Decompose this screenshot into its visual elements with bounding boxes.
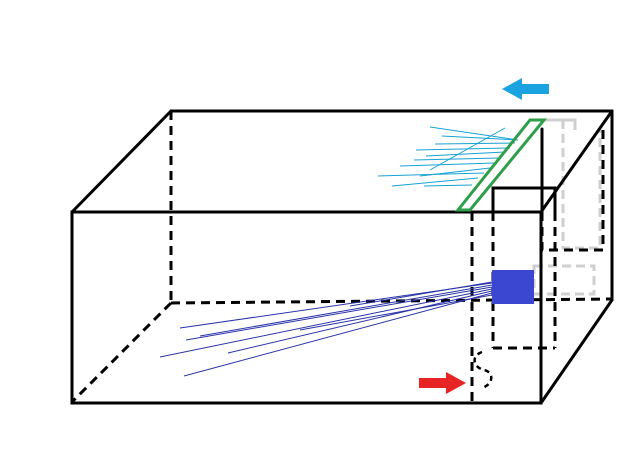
aux-chamber-back xyxy=(561,120,602,250)
top-right-edge xyxy=(539,109,614,214)
aux-chamber-duct xyxy=(532,264,596,296)
inner-hidden-back xyxy=(540,130,605,252)
cyan-ray xyxy=(425,151,506,157)
navy-ray xyxy=(299,294,493,331)
navy-ray xyxy=(349,281,493,307)
cyan-ray xyxy=(434,142,516,145)
navy-ray xyxy=(185,286,493,341)
cyan-ray xyxy=(429,127,506,171)
inlet-swirl xyxy=(473,350,493,390)
cyan-ray xyxy=(423,184,473,187)
cyan-ray xyxy=(415,147,511,151)
green-slot xyxy=(454,118,548,212)
cyan-spray xyxy=(377,126,519,187)
aux-chamber-top xyxy=(542,118,577,130)
arrow-right-icon xyxy=(419,372,466,394)
cyan-ray xyxy=(391,177,479,187)
front-face xyxy=(70,210,543,405)
source-block xyxy=(492,270,534,304)
hidden-edges xyxy=(70,111,613,404)
hidden-left-bottom-edge xyxy=(70,301,173,404)
navy-ray xyxy=(159,288,493,358)
inner-compartment-top xyxy=(491,186,557,214)
cyan-ray xyxy=(441,135,519,141)
arrow-left-icon xyxy=(502,78,549,100)
cyan-ray xyxy=(413,157,501,161)
cyan-ray xyxy=(399,162,496,167)
cyan-ray xyxy=(377,172,485,177)
cyan-ray xyxy=(429,126,519,141)
box-outline xyxy=(70,109,614,405)
hidden-back-bottom-edge xyxy=(170,297,613,305)
navy-ray xyxy=(199,284,493,337)
navy-ray xyxy=(227,290,493,354)
navy-rays xyxy=(159,281,493,377)
navy-ray xyxy=(183,292,493,377)
bottom-right-edge xyxy=(539,298,614,405)
top-left-edge xyxy=(70,109,173,214)
